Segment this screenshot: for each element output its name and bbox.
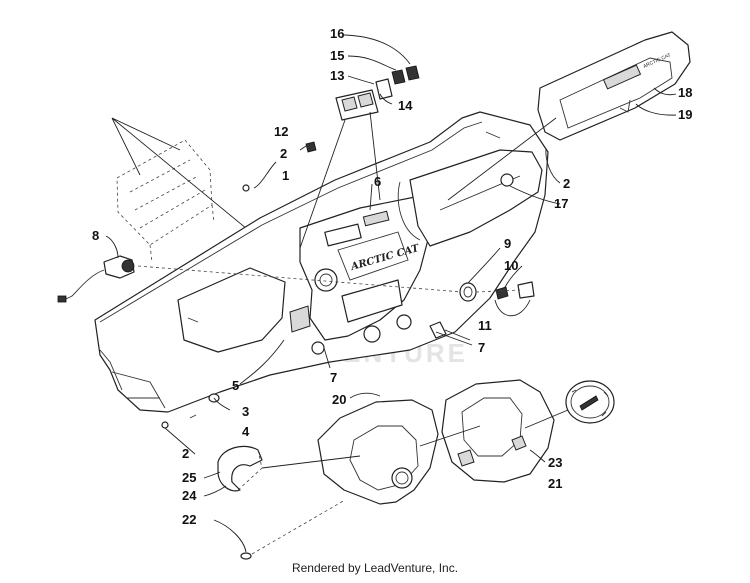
callout-25: 25	[182, 470, 196, 485]
callout-16: 16	[330, 26, 344, 41]
speedometer	[524, 380, 615, 429]
callout-2-right: 2	[563, 176, 570, 191]
callout-17: 17	[554, 196, 568, 211]
callout-7-left: 7	[330, 370, 337, 385]
mounting-bracket	[111, 117, 259, 263]
callout-2-top: 2	[280, 146, 287, 161]
retaining-ring	[217, 445, 263, 493]
callout-11: 11	[478, 318, 492, 333]
callout-13: 13	[330, 68, 344, 83]
callout-23: 23	[548, 455, 562, 470]
leader-lines	[105, 34, 677, 497]
knob-assembly	[459, 247, 535, 317]
dash-panel: ARCTIC CAT	[94, 111, 549, 413]
callout-20: 20	[332, 392, 346, 407]
key-switch	[57, 255, 463, 303]
callout-15: 15	[330, 48, 344, 63]
gauge-bezel	[261, 399, 439, 505]
callout-18: 18	[678, 85, 692, 100]
switch-cluster	[299, 65, 420, 249]
callout-5: 5	[232, 378, 239, 393]
callout-2-bottom: 2	[182, 446, 189, 461]
gauge-housing: ARCTIC CAT	[447, 31, 691, 201]
callout-14: 14	[398, 98, 413, 113]
callout-19: 19	[678, 107, 692, 122]
callout-6: 6	[374, 174, 381, 189]
callout-1: 1	[282, 168, 289, 183]
callout-labels: 16 15 13 14 12 2 1 6 18 19 2 17 8 9 10 1…	[92, 26, 692, 527]
callout-4: 4	[242, 424, 250, 439]
callout-9: 9	[504, 236, 511, 251]
callout-22: 22	[182, 512, 196, 527]
callout-3: 3	[242, 404, 249, 419]
callout-24: 24	[182, 488, 197, 503]
callout-21: 21	[548, 476, 562, 491]
callout-10: 10	[504, 258, 518, 273]
footer-credit: Rendered by LeadVenture, Inc.	[291, 561, 459, 575]
gauge-faceplate	[419, 379, 555, 483]
callout-8: 8	[92, 228, 99, 243]
screw	[213, 499, 346, 560]
callout-7-right: 7	[478, 340, 485, 355]
callout-12: 12	[274, 124, 288, 139]
